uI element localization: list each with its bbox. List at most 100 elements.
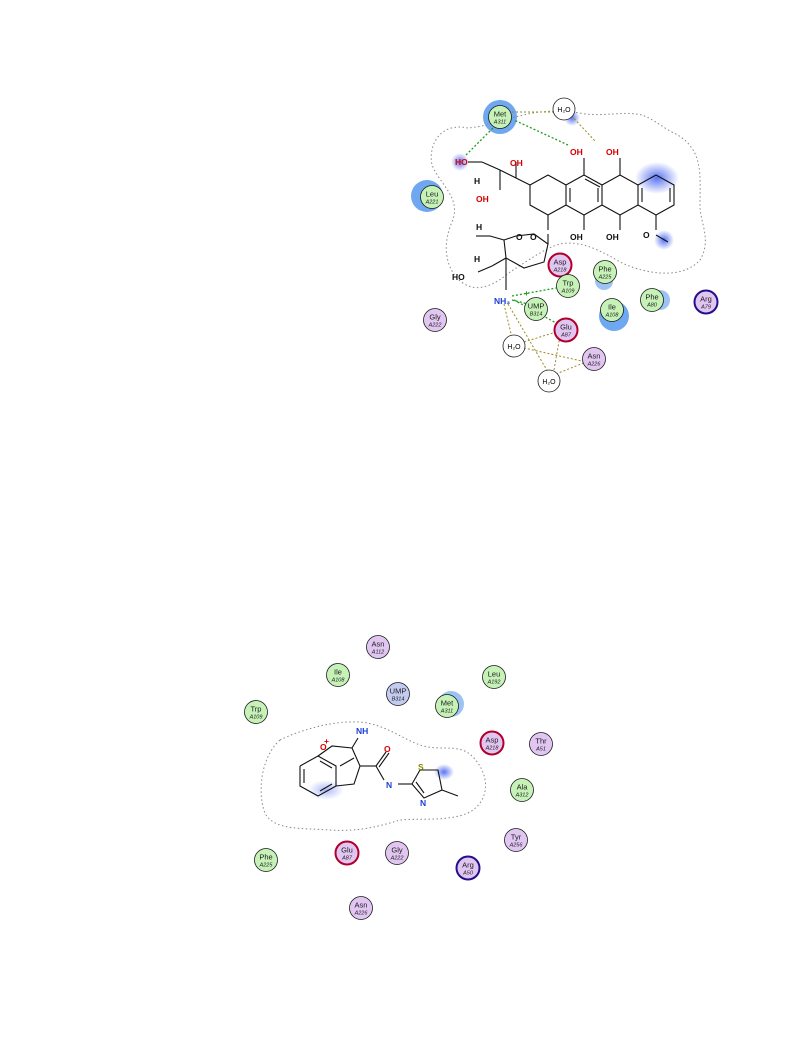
residue-disc — [435, 694, 459, 718]
atom-s: S — [418, 762, 424, 772]
atom-o-1: O — [643, 230, 650, 240]
residue-number: A226 — [354, 911, 369, 917]
residue-name: Leu — [488, 670, 501, 679]
residue-number: A218 — [485, 746, 500, 752]
residue-name: Phe — [598, 265, 611, 274]
residue-disc — [640, 288, 664, 312]
ligand-1-atoms: HO OH OH OH OH OH OH O O O HO H H H NH₃ … — [452, 147, 650, 306]
residue-name: Arg — [462, 861, 474, 870]
residue-disc — [510, 778, 534, 802]
residue-disc — [386, 682, 410, 706]
residue-name: UMP — [390, 687, 407, 696]
residue-name: Thr — [535, 737, 547, 746]
residue-number: A226 — [587, 362, 602, 368]
residue-disc — [524, 297, 548, 321]
residue-name: Phe — [645, 293, 658, 302]
residue-number: A312 — [515, 793, 529, 799]
residue-number: A108 — [605, 313, 620, 319]
atom-oh-1: OH — [510, 158, 523, 168]
water-3: H₂O — [537, 369, 561, 393]
atom-o-3: O — [516, 232, 523, 242]
residue-name: Met — [494, 110, 507, 119]
residue-name: Asn — [588, 352, 601, 361]
residue-name: Glu — [341, 846, 353, 855]
residue-number: A109 — [249, 715, 263, 721]
atom-o-2: O — [530, 232, 537, 242]
atom-o-ring: O — [320, 742, 327, 752]
interaction-lines-1 — [465, 109, 597, 375]
residue-disc — [600, 298, 624, 322]
diagram-2: NH O + O N S N AsnA112IleA108UMPB314LeuA… — [244, 635, 553, 920]
residue-disc — [326, 663, 350, 687]
residue-number: A225 — [259, 863, 274, 869]
residue-disc — [504, 828, 528, 852]
residue-name: Met — [441, 699, 454, 708]
atom-oh-3: OH — [570, 147, 583, 157]
atom-h-3: H — [474, 254, 480, 264]
ligand-2-bonds — [299, 737, 459, 799]
atom-nh: NH — [356, 726, 368, 736]
atom-oh-6: OH — [606, 232, 619, 242]
svg-text:H₂O: H₂O — [557, 107, 571, 114]
residue-name: Gly — [429, 313, 441, 322]
residue-name: Asp — [486, 736, 499, 745]
residue-number: B314 — [530, 312, 543, 318]
ligand-2-atoms: NH O + O N S N — [320, 726, 426, 808]
svg-text:H₂O: H₂O — [507, 344, 521, 351]
residue-disc — [547, 252, 573, 278]
residue-number: A51 — [535, 747, 546, 753]
residue-disc — [455, 855, 481, 881]
atom-o-carbonyl: O — [384, 744, 391, 754]
residue-disc — [556, 274, 580, 298]
water-2: H₂O — [502, 334, 526, 358]
atom-nh3: NH₃ — [494, 296, 510, 306]
ligand-1-bonds — [468, 158, 675, 290]
residue-number: A79 — [700, 305, 711, 311]
residue-number: A87 — [560, 333, 572, 339]
residue-number: A311 — [493, 120, 506, 126]
atom-h-2: H — [476, 222, 482, 232]
charge-plus-2: + — [324, 736, 329, 746]
atom-oh-5: OH — [570, 232, 583, 242]
residue-disc — [529, 732, 553, 756]
residue-disc — [582, 347, 606, 371]
residue-number: A221 — [425, 200, 439, 206]
residue-number: B314 — [392, 697, 405, 703]
residue-name: Phe — [259, 853, 272, 862]
atom-n-amide: N — [386, 780, 392, 790]
residue-number: A222 — [390, 856, 404, 862]
residue-number: A192 — [487, 680, 501, 686]
residue-name: Gly — [391, 846, 403, 855]
residue-name: Trp — [563, 279, 574, 288]
residue-number: A109 — [561, 289, 575, 295]
residue-number: A87 — [341, 856, 353, 862]
residue-disc — [479, 730, 505, 756]
residue-name: Glu — [560, 323, 572, 332]
residue-number: A311 — [440, 709, 453, 715]
water-1: H₂O — [552, 97, 576, 121]
residue-name: Arg — [700, 295, 712, 304]
residue-disc — [385, 841, 409, 865]
residue-name: Ile — [334, 668, 342, 677]
